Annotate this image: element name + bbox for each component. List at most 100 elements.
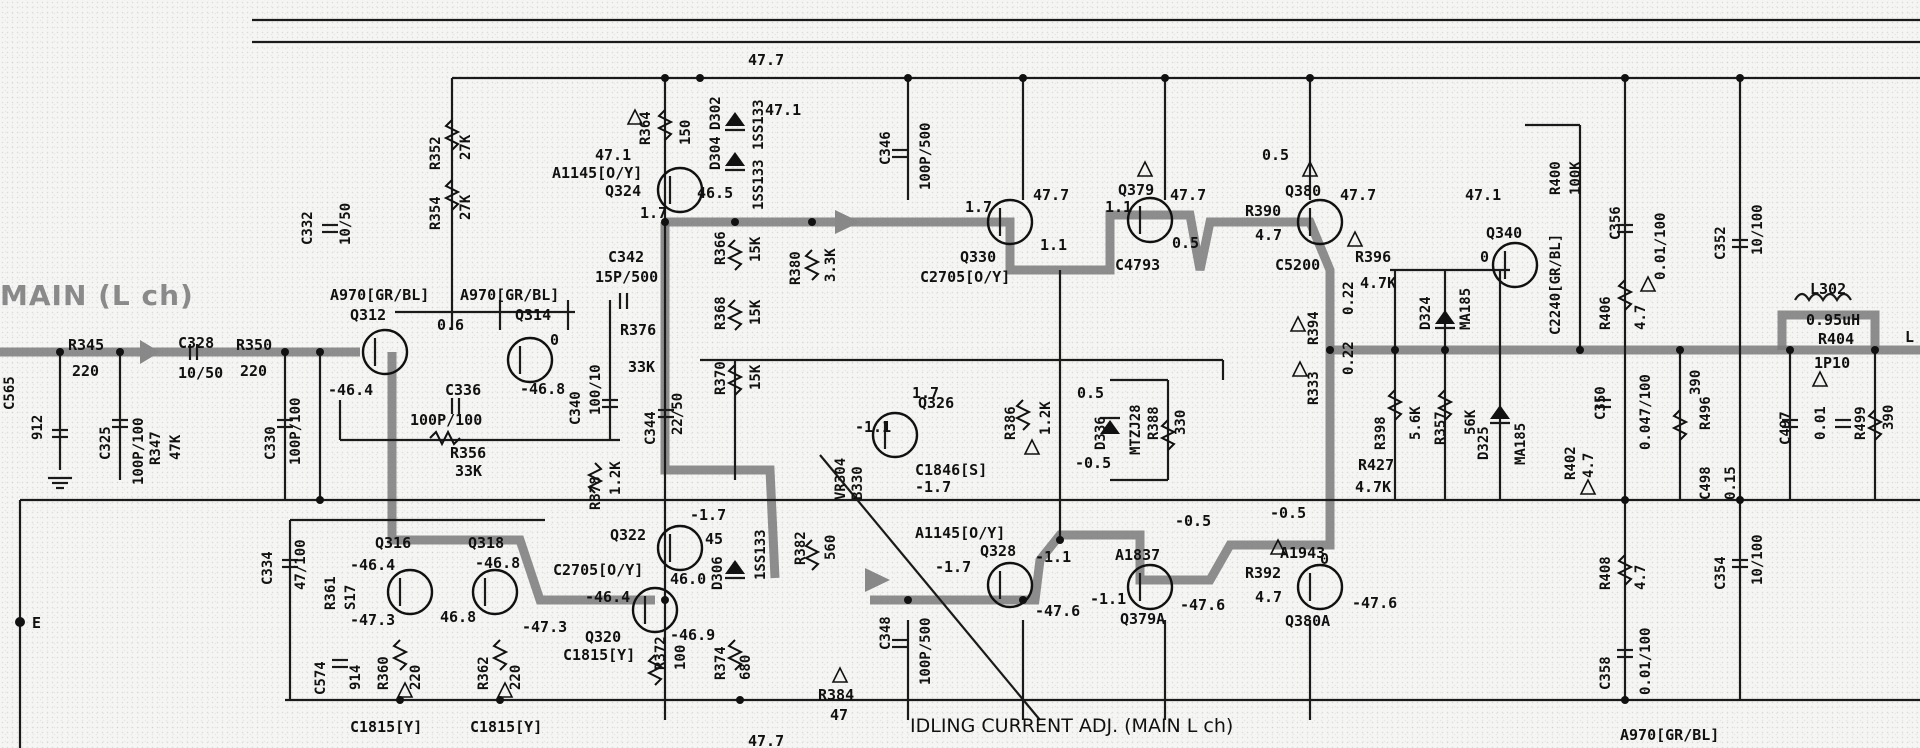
label-q340: Q340 <box>1486 224 1522 242</box>
svg-text:-47.3: -47.3 <box>350 611 395 629</box>
value-r408: 4.7 <box>1633 565 1649 590</box>
svg-text:-1.1: -1.1 <box>855 418 891 436</box>
idling-adjust-note: IDLING CURRENT ADJ. (MAIN L ch) <box>910 715 1233 737</box>
value-r368: 15K <box>748 299 764 325</box>
value-r361: S17 <box>343 585 359 610</box>
label-r390: R390 <box>1245 202 1281 220</box>
label-r374: R374 <box>713 646 729 680</box>
svg-text:-47.6: -47.6 <box>1035 602 1080 620</box>
label-d304: D304 <box>708 136 724 170</box>
value-c330: 100P/100 <box>288 398 304 465</box>
flow-arrows <box>140 210 890 592</box>
svg-text:1.1: 1.1 <box>1040 236 1067 254</box>
label-q314: Q314 <box>515 306 551 324</box>
label-c340: C340 <box>568 391 584 425</box>
label-q316: Q316 <box>375 534 411 552</box>
value-c498: 0.15 <box>1723 466 1739 500</box>
value-c340: 100/10 <box>588 364 604 415</box>
value-r374: 680 <box>738 655 754 680</box>
label-r333: R333 <box>1306 371 1322 405</box>
label-vr304: VR304 <box>833 458 849 500</box>
terminal-l: L <box>1905 328 1914 346</box>
label-c358: C358 <box>1598 656 1614 690</box>
label-q318: Q318 <box>468 534 504 552</box>
label-c565: C565 <box>2 376 18 410</box>
label-r372: R372 <box>653 636 669 670</box>
type-q312: A970[GR/BL] <box>330 286 429 304</box>
type-q330: C2705[O/Y] <box>920 268 1010 286</box>
transistor-q324 <box>656 166 704 214</box>
label-c328: C328 <box>178 334 214 352</box>
value-c328: 10/50 <box>178 364 223 382</box>
svg-text:47.1: 47.1 <box>1465 186 1501 204</box>
type-q326: C1846[S] <box>915 461 987 479</box>
type-q380: C5200 <box>1275 256 1320 274</box>
svg-text:-46.8: -46.8 <box>520 380 565 398</box>
svg-text:-47.3: -47.3 <box>522 618 567 636</box>
svg-text:-0.5: -0.5 <box>1270 504 1306 522</box>
transistor-q380a <box>1296 563 1344 611</box>
value-vr304: B330 <box>850 466 866 500</box>
svg-text:0.5: 0.5 <box>1077 384 1104 402</box>
type-q314: A970[GR/BL] <box>460 286 559 304</box>
label-q379a: Q379A <box>1120 610 1165 628</box>
value-r364: 150 <box>678 120 694 145</box>
value-r356: 33K <box>455 462 482 480</box>
label-r352: R352 <box>428 136 444 170</box>
label-q312: Q312 <box>350 306 386 324</box>
svg-text:-46.8: -46.8 <box>475 554 520 572</box>
label-r370: R370 <box>713 361 729 395</box>
label-r427: R427 <box>1358 456 1394 474</box>
label-c336: C336 <box>445 381 481 399</box>
label-q328: Q328 <box>980 542 1016 560</box>
value-c358: 0.01/100 <box>1638 628 1654 695</box>
value-r396: 4.7K <box>1360 274 1396 292</box>
svg-text:-0.5: -0.5 <box>1175 512 1211 530</box>
label-r392: R392 <box>1245 564 1281 582</box>
value-c350: 0.047/100 <box>1638 374 1654 450</box>
label-d325: D325 <box>1476 426 1492 460</box>
svg-text:0.5: 0.5 <box>1172 234 1199 252</box>
svg-text:47.1: 47.1 <box>765 101 801 119</box>
value-r499: 390 <box>1881 405 1897 430</box>
type-q379: C4793 <box>1115 256 1160 274</box>
transistor-q380 <box>1296 198 1344 246</box>
value-r345: 220 <box>72 362 99 380</box>
value-c356: 0.01/100 <box>1653 213 1669 280</box>
svg-text:1.7: 1.7 <box>640 204 667 222</box>
value-r402: 4.7 <box>1581 453 1597 478</box>
label-c574: C574 <box>313 661 329 695</box>
value-r354: 27K <box>458 194 474 220</box>
label-l302: L302 <box>1810 280 1846 298</box>
svg-text:0: 0 <box>550 331 559 349</box>
label-d336: D336 <box>1093 416 1109 450</box>
value-r406: 4.7 <box>1633 305 1649 330</box>
transistor-q316 <box>386 568 434 616</box>
svg-text:0.6: 0.6 <box>437 316 464 334</box>
svg-text:47.7: 47.7 <box>1033 186 1069 204</box>
value-r366: 15K <box>748 236 764 262</box>
label-q322: Q322 <box>610 526 646 544</box>
transistor-q318 <box>471 568 519 616</box>
svg-text:-1.1: -1.1 <box>1035 548 1071 566</box>
value-c497: 0.01 <box>1813 406 1829 440</box>
value-r357: 56K <box>1463 409 1479 435</box>
label-q380: Q380 <box>1285 182 1321 200</box>
label-c342: C342 <box>608 248 644 266</box>
value-r382: 560 <box>823 535 839 560</box>
value-r380: 3.3K <box>823 248 839 282</box>
label-r360: R360 <box>376 656 392 690</box>
label-r354: R354 <box>428 196 444 230</box>
label-r402: R402 <box>1563 446 1579 480</box>
label-q380a: Q380A <box>1285 612 1330 630</box>
label-r368: R368 <box>713 296 729 330</box>
svg-text:1.7: 1.7 <box>912 384 939 402</box>
value-c325: 100P/100 <box>131 418 147 485</box>
svg-text:-1.1: -1.1 <box>1090 590 1126 608</box>
svg-text:-46.4: -46.4 <box>328 381 373 399</box>
label-c344: C344 <box>643 411 659 445</box>
value-r386: 1.2K <box>1038 401 1054 435</box>
svg-text:45: 45 <box>705 530 723 548</box>
